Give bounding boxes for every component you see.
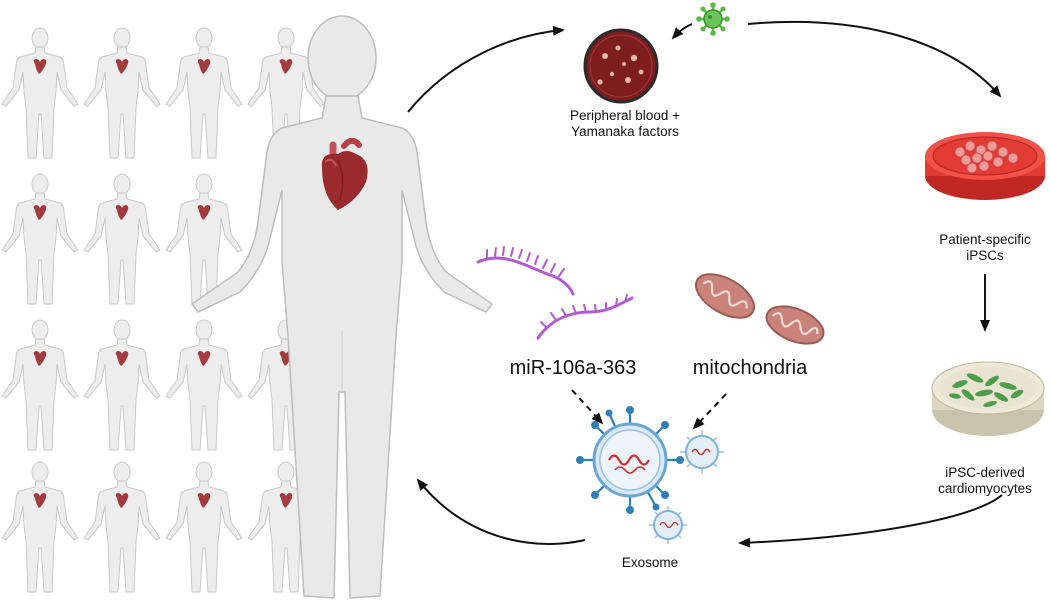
arrow-mirna-to-exosome <box>571 389 604 425</box>
ipsc-label: Patient-specific iPSCs <box>920 232 1050 264</box>
cardiomyocyte-label-line2: cardiomyocytes <box>938 481 1032 497</box>
dashed-arrows <box>571 389 727 430</box>
human-body-icon <box>190 15 494 599</box>
arrow-exosome-to-body <box>416 478 586 545</box>
arrow-body-to-blood <box>407 25 565 113</box>
exosome-icon <box>576 406 724 544</box>
peripheral-blood-label: Peripheral blood + Yamanaka factors <box>560 108 690 140</box>
arrow-mito-to-exosome <box>692 393 727 430</box>
blood-dish-icon <box>583 28 659 104</box>
mirna-icon <box>476 246 634 340</box>
arrow-cardio-to-exosome <box>738 494 1003 548</box>
mitochondria-label: mitochondria <box>692 357 808 379</box>
virus-arrow <box>671 23 693 40</box>
mirna-label: miR-106a-363 <box>509 357 637 379</box>
ipsc-dish-icon <box>925 132 1045 200</box>
peripheral-blood-label-line1: Peripheral blood + <box>570 108 680 123</box>
virus-icon <box>696 2 730 36</box>
exosome-label: Exosome <box>621 555 679 570</box>
patient-crowd <box>1 27 325 593</box>
ipsc-label-line2: iPSCs <box>966 248 1004 264</box>
arrow-blood-to-ipsc <box>747 20 1002 98</box>
heart-icon <box>321 137 368 210</box>
ipsc-label-line1: Patient-specific <box>939 232 1031 247</box>
mitochondria-icon <box>695 273 825 345</box>
cardiomyocyte-label-line1: iPSC-derived <box>945 465 1025 480</box>
process-arrows <box>407 20 1003 548</box>
peripheral-blood-label-line2: Yamanaka factors <box>571 124 679 140</box>
cardiomyocyte-dish-icon <box>931 361 1045 436</box>
cardiomyocyte-label: iPSC-derived cardiomyocytes <box>920 465 1050 497</box>
